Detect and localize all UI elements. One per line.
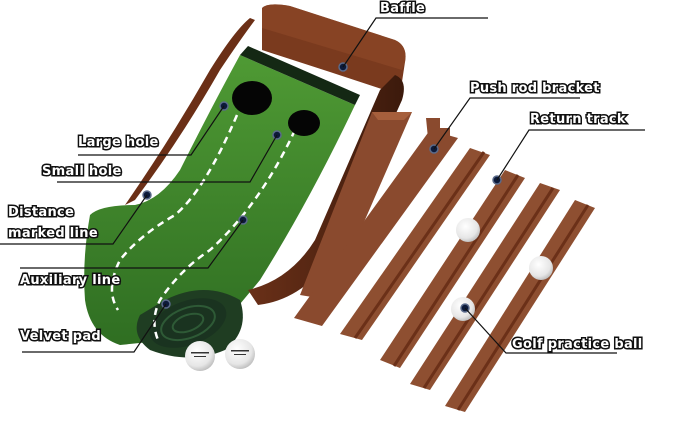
small-hole [288,110,320,136]
return-track-rails [294,118,595,412]
baffle [262,4,406,95]
leader-lines [0,17,645,354]
label-small-hole: Small hole [41,164,123,180]
push-rod-rail [294,130,458,326]
label-golf-practice-ball: Golf practice ball [511,337,644,353]
mat-left-wall [125,18,255,205]
label-distance-marked-line-1: Distance [6,205,75,221]
label-large-hole: Large hole [77,135,160,151]
label-return-track: Return track [529,112,628,128]
label-push-rod-bracket: Push rod bracket [469,81,602,97]
large-hole [232,81,272,115]
golf-ball [456,218,480,242]
label-velvet-pad: Velvet pad [18,329,102,345]
golf-ball [529,256,553,280]
label-baffle: Baffle [378,1,426,17]
label-distance-marked-line-2: marked line [7,226,100,242]
mat-right-wall [248,75,412,305]
label-auxiliary-line: Auxiliary line [18,273,121,289]
